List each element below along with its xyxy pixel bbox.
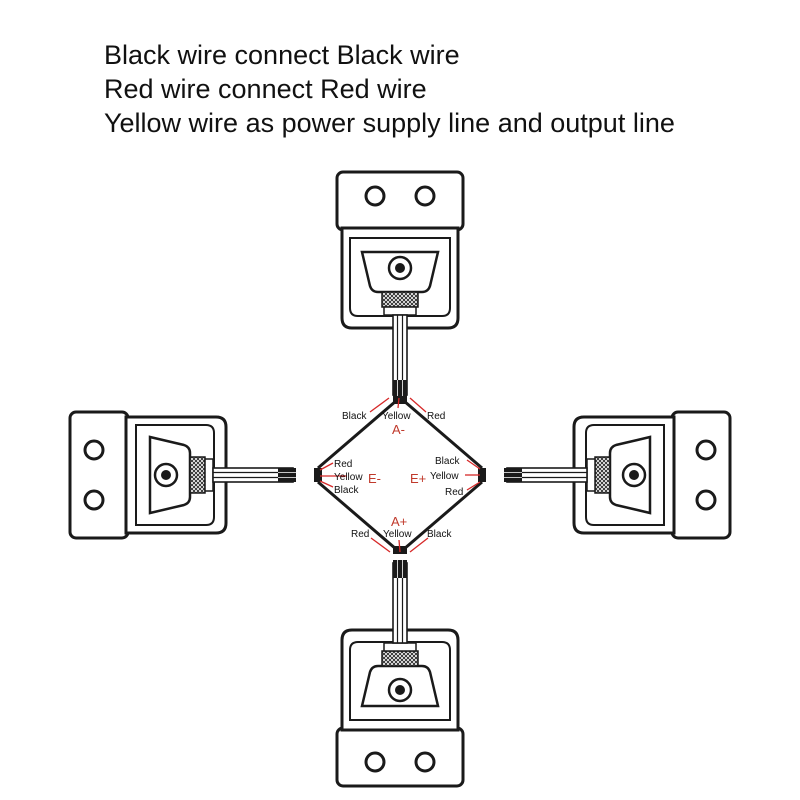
instruction-line-red: Red wire connect Red wire [104, 74, 427, 104]
bottom-wire-red: Red [351, 529, 369, 540]
top-wire-red: Red [427, 411, 445, 422]
right-wire-yellow: Yellow [430, 471, 459, 482]
instruction-text: Black wire connect Black wire Red wire c… [104, 38, 675, 140]
terminal-a-plus: A+ [391, 514, 407, 529]
top-wire-yellow: Yellow [382, 411, 411, 422]
load-cell-top [335, 170, 465, 400]
bottom-wire-black: Black [427, 529, 452, 540]
right-wire-black: Black [435, 456, 460, 467]
load-cell-right [502, 410, 732, 540]
load-cell-left [68, 410, 298, 540]
left-wire-red: Red [334, 459, 352, 470]
left-wire-black: Black [334, 485, 359, 496]
right-wire-red: Red [445, 487, 463, 498]
load-cell-bottom [335, 558, 465, 788]
terminal-labels: A- A+ E- E+ [368, 422, 426, 529]
wire-diamond [317, 399, 483, 551]
left-wire-labels: Red Yellow Black [334, 459, 363, 496]
terminal-e-minus: E- [368, 471, 381, 486]
left-wire-yellow: Yellow [334, 472, 363, 483]
terminal-e-plus: E+ [410, 471, 426, 486]
bottom-wire-labels: Red Yellow Black [351, 529, 452, 540]
instruction-line-yellow: Yellow wire as power supply line and out… [104, 108, 675, 138]
bottom-wire-yellow: Yellow [383, 529, 412, 540]
top-wire-labels: Black Yellow Red [342, 411, 445, 422]
terminal-a-minus: A- [392, 422, 405, 437]
top-wire-black: Black [342, 411, 367, 422]
instruction-line-black: Black wire connect Black wire [104, 40, 460, 70]
right-wire-labels: Black Yellow Red [430, 456, 463, 498]
wire-pointers [319, 397, 481, 553]
